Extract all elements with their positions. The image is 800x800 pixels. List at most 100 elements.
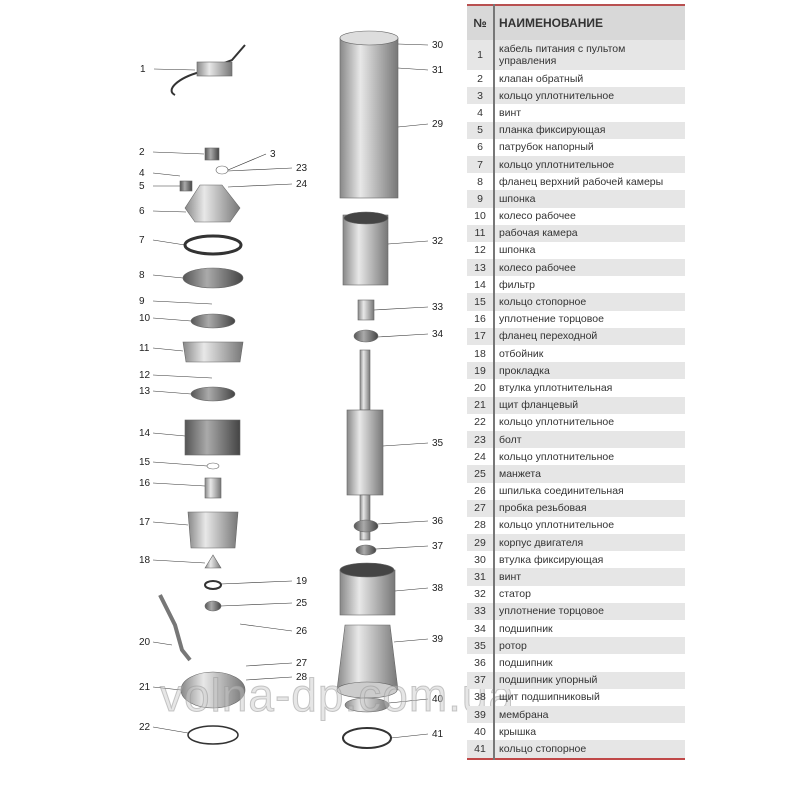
leader-line <box>152 317 192 322</box>
part-name: шпонка <box>499 244 536 257</box>
callout-15: 15 <box>139 457 151 468</box>
callout-26: 26 <box>296 626 308 637</box>
leader-line <box>152 172 181 177</box>
part-name: отбойник <box>499 347 544 360</box>
leader-line <box>152 210 187 213</box>
leader-line <box>375 545 429 550</box>
leader-line <box>152 347 184 352</box>
leader-line <box>397 123 429 128</box>
part-number: 14 <box>467 276 495 294</box>
leader-line <box>377 333 429 338</box>
leader-line <box>397 67 429 71</box>
part-name: крышка <box>499 725 537 738</box>
part-name: щит подшипниковый <box>499 691 600 704</box>
part-number: 30 <box>467 551 495 569</box>
part-number: 10 <box>467 207 495 225</box>
part-number: 33 <box>467 602 495 620</box>
callout-12: 12 <box>139 370 151 381</box>
part-number: 25 <box>467 465 495 483</box>
part-number: 13 <box>467 259 495 277</box>
callout-11: 11 <box>139 343 150 354</box>
callout-1: 1 <box>140 64 146 75</box>
part-name: корпус двигателя <box>494 534 685 552</box>
part-name: кабель питания с пультом управления <box>494 40 685 70</box>
leader-line <box>387 240 429 245</box>
leader-line <box>382 442 429 447</box>
leader-line <box>152 151 205 155</box>
part-number: 35 <box>467 637 495 655</box>
part-number: 29 <box>467 534 495 552</box>
leader-line <box>245 676 293 681</box>
callout-39: 39 <box>432 634 444 645</box>
part-name: патрубок напорный <box>499 141 594 154</box>
part-number: 34 <box>467 620 495 638</box>
part-name: рабочая камера <box>494 224 685 242</box>
leader-line <box>152 726 189 734</box>
part-number: 7 <box>467 155 495 174</box>
part-number: 5 <box>467 121 495 139</box>
callout-25: 25 <box>296 598 308 609</box>
part-name: втулка фиксирующая <box>499 553 604 566</box>
part-number: 19 <box>467 362 495 380</box>
callout-6: 6 <box>139 206 145 217</box>
callout-10: 10 <box>139 313 151 324</box>
callout-18: 18 <box>139 555 151 566</box>
callout-29: 29 <box>432 119 444 130</box>
leader-line <box>377 520 429 525</box>
part-name: мембрана <box>494 705 685 724</box>
callout-32: 32 <box>432 236 444 247</box>
part-number: 17 <box>467 327 495 345</box>
part-number: 40 <box>467 723 495 741</box>
leader-line <box>220 602 293 607</box>
part-name: кольцо уплотнительное <box>499 450 615 463</box>
leader-line <box>152 374 213 379</box>
part-name: статор <box>499 588 531 601</box>
callout-31: 31 <box>432 65 444 76</box>
callout-17: 17 <box>139 517 151 528</box>
leader-line <box>152 432 186 437</box>
part-number: 2 <box>467 70 495 88</box>
part-number: 18 <box>467 345 495 363</box>
part-name: пробка резьбовая <box>494 499 685 517</box>
callout-13: 13 <box>139 386 151 397</box>
callout-22: 22 <box>139 722 151 733</box>
callout-20: 20 <box>139 637 151 648</box>
table-row: 40 крышка <box>467 723 685 741</box>
leader-line <box>393 638 429 643</box>
callout-35: 35 <box>432 438 444 449</box>
leader-line <box>390 733 429 739</box>
part-name: кольцо уплотнительное <box>494 155 685 174</box>
part-name: шпонка <box>494 190 685 208</box>
part-number: 1 <box>467 40 495 70</box>
callout-23: 23 <box>296 163 308 174</box>
callout-27: 27 <box>296 658 308 669</box>
leader-line <box>152 390 192 395</box>
part-number: 24 <box>467 448 495 466</box>
part-name: шпилька соединительная <box>499 485 624 498</box>
leader-line <box>152 461 208 467</box>
callout-16: 16 <box>139 478 151 489</box>
leader-line <box>152 482 206 487</box>
